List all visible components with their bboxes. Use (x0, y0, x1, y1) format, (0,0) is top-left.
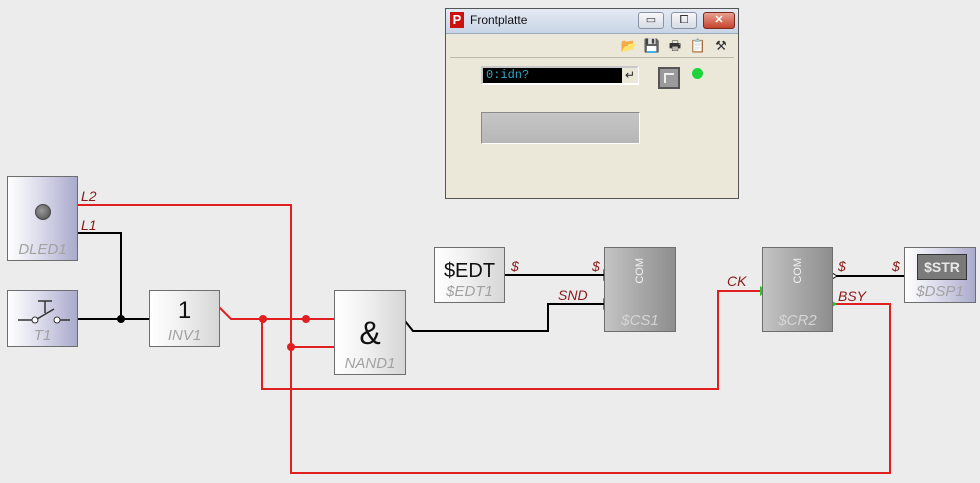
pin-label-l2: L2 (81, 188, 97, 204)
send-button[interactable] (658, 67, 680, 89)
block-name: NAND1 (344, 355, 396, 372)
clipboard-icon[interactable]: 📋 (689, 38, 707, 53)
wire-inv-nand (218, 306, 334, 320)
frontpanel-window[interactable]: P Frontplatte ▭ ⧠ ✕ 📂 💾 🖶 📋 ⚒ 0:idn? ↵ (445, 8, 739, 199)
dsp1-block[interactable]: $STR $DSP1 (904, 247, 976, 303)
status-led (692, 68, 703, 79)
wire-nand-cs1 (404, 303, 604, 332)
string-display: $STR (917, 254, 967, 280)
led-indicator (35, 204, 51, 220)
com-label: COM (634, 258, 646, 284)
command-input[interactable]: 0:idn? (481, 66, 639, 85)
pin-label-edt-out: $ (511, 258, 519, 274)
enter-button[interactable]: ↵ (622, 68, 638, 83)
wire-inv-ck (261, 290, 762, 390)
inv1-block[interactable]: 1 INV1 (149, 290, 220, 347)
wire-l2 (77, 204, 891, 474)
toolbar: 📂 💾 🖶 📋 ⚒ (450, 35, 734, 58)
edt1-block[interactable]: $EDT $EDT1 (434, 247, 505, 303)
open-folder-icon[interactable]: 📂 (620, 38, 638, 53)
pin-label-cr2-out: $ (838, 258, 846, 274)
tools-icon[interactable]: ⚒ (715, 38, 727, 53)
block-symbol: $EDT (443, 260, 496, 282)
t1-block[interactable]: T1 (7, 290, 78, 347)
cs1-block[interactable]: COM $CS1 (604, 247, 676, 332)
pin-label-ck: CK (727, 273, 747, 289)
black-wires (77, 232, 905, 332)
pin-label-snd: SND (558, 287, 588, 303)
block-name: DLED1 (18, 241, 67, 258)
block-name: T1 (33, 327, 52, 344)
response-display (481, 112, 640, 144)
nand1-block[interactable]: & NAND1 (334, 290, 406, 375)
cr2-block[interactable]: COM $CR2 (762, 247, 833, 332)
print-icon[interactable]: 🖶 (668, 38, 682, 53)
junction-dot (117, 315, 125, 323)
com-label: COM (791, 258, 804, 284)
save-icon[interactable]: 💾 (643, 38, 661, 53)
junction-dot (259, 315, 267, 323)
block-name: $DSP1 (916, 283, 964, 300)
close-button[interactable]: ✕ (703, 12, 735, 29)
pin-label-cs1-in: $ (592, 258, 600, 274)
maximize-button[interactable]: ⧠ (671, 12, 697, 29)
dled1-block[interactable]: DLED1 (7, 176, 78, 261)
pin-label-dsp-in: $ (892, 258, 900, 274)
switch-icon (18, 300, 70, 324)
block-name: $EDT1 (446, 283, 493, 300)
wire-l1 (77, 232, 122, 319)
minimize-button[interactable]: ▭ (638, 12, 664, 29)
red-wires (77, 204, 891, 474)
block-name: $CS1 (621, 312, 659, 329)
profilab-icon: P (450, 12, 464, 28)
window-titlebar[interactable]: P Frontplatte ▭ ⧠ ✕ (446, 9, 738, 34)
block-name: INV1 (167, 327, 202, 344)
block-name: $CR2 (778, 312, 817, 329)
pin-label-bsy: BSY (838, 288, 867, 304)
block-symbol: & (359, 315, 381, 351)
window-title: Frontplatte (470, 13, 528, 27)
junction-dot (302, 315, 310, 323)
junction-dot (287, 343, 295, 351)
pin-label-l1: L1 (81, 217, 97, 233)
block-symbol: 1 (177, 297, 192, 324)
